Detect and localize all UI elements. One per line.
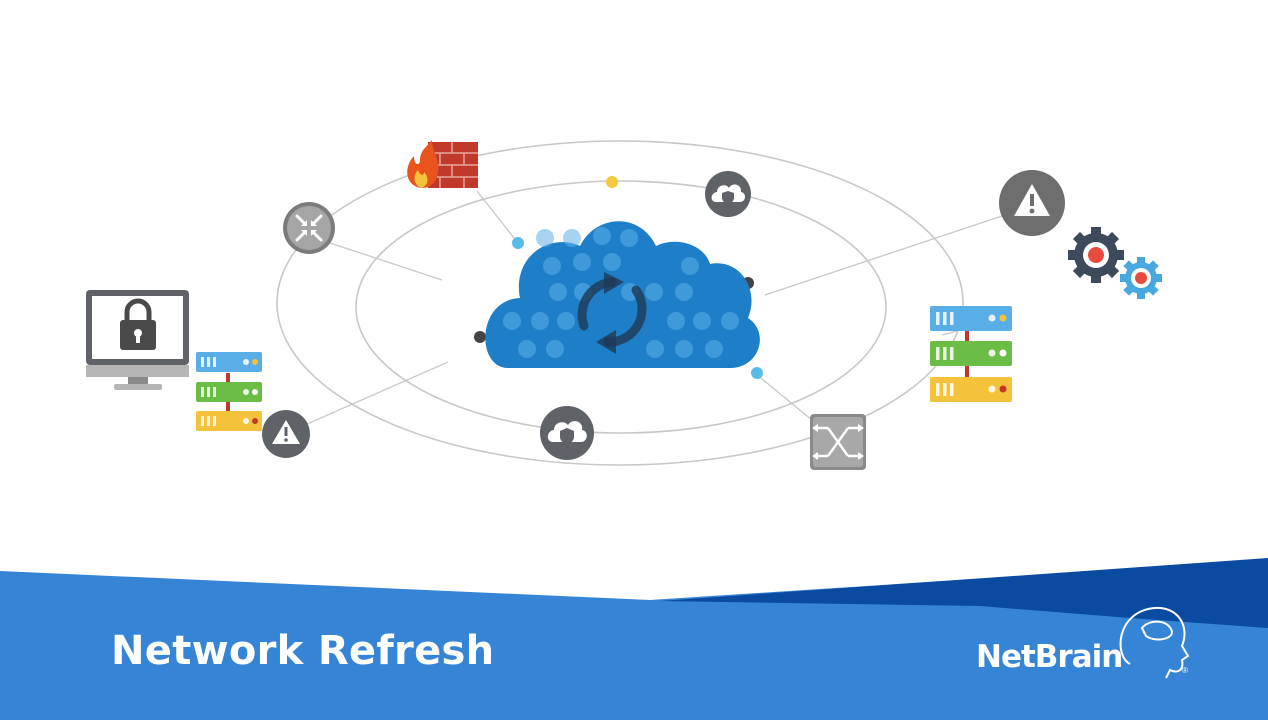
gears-icon [1068, 227, 1162, 299]
bottom-banner [0, 558, 1268, 720]
server-stack-icon [930, 306, 1012, 402]
netbrain-logo: NetBrain ® [974, 603, 1194, 688]
locked-monitor-icon [86, 290, 189, 390]
warning-icon [999, 170, 1065, 236]
orbit-rings [276, 140, 964, 466]
cloud-security-icon [540, 406, 594, 460]
router-icon [283, 202, 335, 254]
dark-dot [474, 331, 486, 343]
brand-name: NetBrain [976, 639, 1123, 675]
registered-mark: ® [1182, 666, 1188, 675]
firewall-icon [407, 140, 478, 188]
slide-title: Network Refresh [111, 628, 495, 674]
warning-icon [262, 410, 310, 458]
netbrain-head-logo-icon [1119, 606, 1190, 679]
switch-icon [810, 414, 866, 470]
blue-dot [512, 237, 524, 249]
outer-orbit [276, 140, 964, 466]
server-stack-icon [196, 352, 262, 431]
blue-dot [751, 367, 763, 379]
cloud-refresh-icon [485, 221, 760, 368]
yellow-dot [606, 176, 618, 188]
inner-orbit [355, 180, 887, 434]
cloud-security-icon [705, 171, 751, 217]
